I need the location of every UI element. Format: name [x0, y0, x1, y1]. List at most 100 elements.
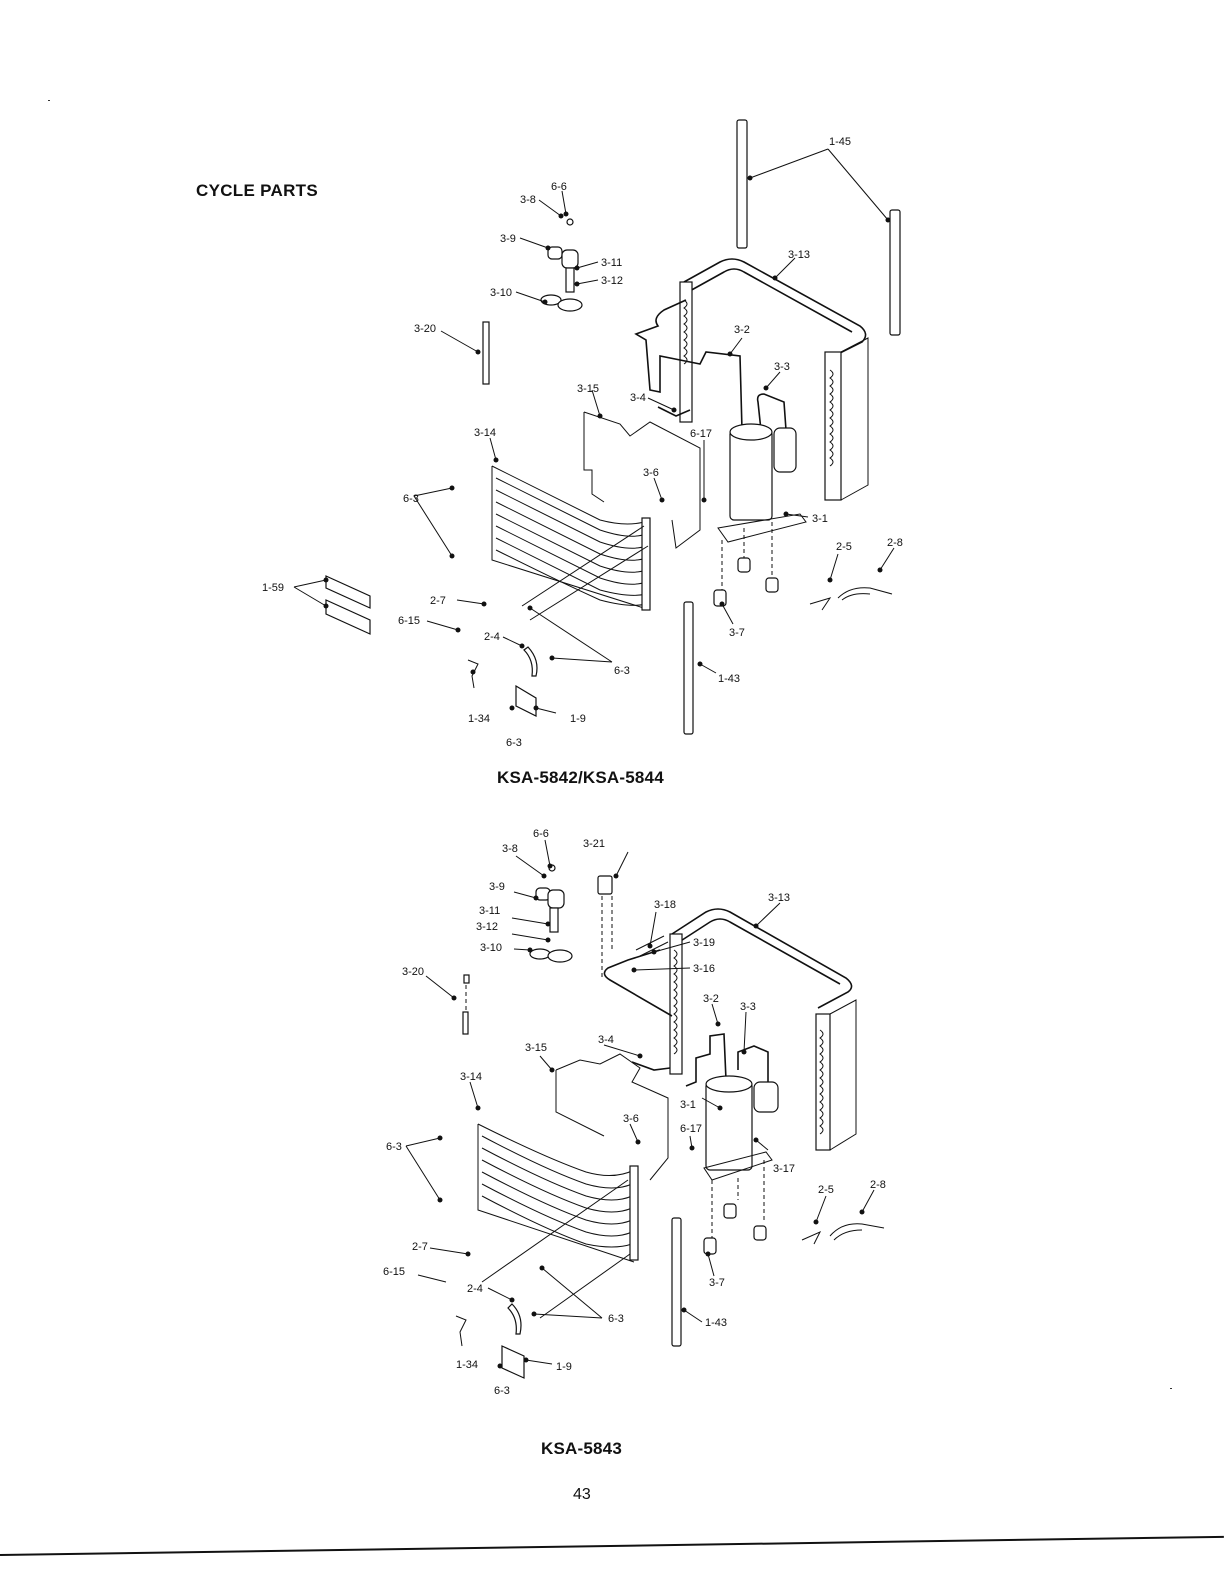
part-3-15-capillary [583, 411, 701, 549]
part-label: 3-20 [414, 323, 436, 335]
part-label: 1-59 [262, 582, 284, 594]
part-label: 3-9 [500, 233, 516, 245]
scan-speck [1170, 1388, 1172, 1389]
part-label: 1-45 [829, 136, 851, 148]
part-label: 3-13 [788, 249, 810, 261]
part-label: 3-1 [812, 513, 828, 525]
part-3-2-discharge-pipe [685, 1033, 727, 1087]
part-label: 3-12 [601, 275, 623, 287]
part-label: 6-17 [680, 1123, 702, 1135]
part-label: 6-3 [608, 1313, 624, 1325]
part-2-5-wire [801, 1230, 822, 1245]
part-label: 2-7 [412, 1241, 428, 1253]
part-3-15-capillary [555, 1053, 669, 1181]
part-label: 1-43 [718, 673, 740, 685]
part-label: 3-11 [601, 257, 622, 269]
part-3-14-evaporator-coil [477, 1123, 639, 1319]
part-label: 3-7 [729, 627, 745, 639]
part-label: 1-9 [570, 713, 586, 725]
part-label: 3-9 [489, 881, 505, 893]
part-3-3-suction-pipe [756, 393, 787, 441]
part-label: 2-8 [887, 537, 903, 549]
part-label: 3-4 [630, 392, 646, 404]
part-3-13-condenser [679, 258, 869, 501]
part-label: 6-17 [690, 428, 712, 440]
part-label: 6-15 [383, 1266, 405, 1278]
part-2-8-harness [837, 587, 893, 601]
part-label: 3-21 [583, 838, 605, 850]
part-1-9-bracket [515, 684, 537, 717]
part-1-43-post [671, 1217, 682, 1347]
part-label: 6-3 [386, 1141, 402, 1153]
leader-lines [293, 148, 895, 714]
part-label: 2-7 [430, 595, 446, 607]
part-label: 3-15 [577, 383, 599, 395]
part-label: 6-15 [398, 615, 420, 627]
part-3-18-pipe [635, 935, 669, 957]
page-number: 43 [573, 1486, 591, 1503]
part-label: 2-4 [484, 631, 500, 643]
part-label: 3-13 [768, 892, 790, 904]
part-label: 3-8 [502, 843, 518, 855]
part-valve-assembly [540, 218, 583, 312]
exploded-diagram-ksa-5842-5844: 6-6 3-8 3-9 3-11 3-12 3-10 3-20 1-45 3-1… [262, 119, 903, 749]
exploded-diagram-ksa-5843: 6-6 3-8 3-21 3-9 3-13 3-11 3-18 3-12 3-1… [383, 828, 886, 1397]
part-2-4-bracket [507, 1303, 522, 1335]
part-2-8-harness [829, 1223, 885, 1241]
part-label: 3-1 [680, 1099, 696, 1111]
section-title: CYCLE PARTS [196, 181, 318, 200]
part-label: 3-16 [693, 963, 715, 975]
part-3-21-sensor-holder [597, 875, 613, 978]
model-caption-ksa-5842-5844: KSA-5842/KSA-5844 [497, 768, 664, 787]
part-label: 2-5 [836, 541, 852, 553]
part-3-14-evaporator-coil [491, 465, 651, 621]
part-1-45-insulation-posts [736, 119, 901, 336]
part-3-1-compressor [713, 423, 807, 607]
part-1-34-clip [467, 659, 479, 689]
part-label: 3-10 [490, 287, 512, 299]
part-1-59-blocks [325, 575, 371, 635]
part-3-1-compressor [703, 1075, 779, 1255]
part-label: 6-6 [551, 181, 567, 193]
part-label: 3-7 [709, 1277, 725, 1289]
part-label: 3-20 [402, 966, 424, 978]
part-1-34-clip [455, 1315, 467, 1347]
part-3-4-pipe [631, 1061, 671, 1071]
bottom-rule [0, 1535, 1224, 1556]
part-3-16-pipe [603, 949, 673, 1017]
part-label: 3-14 [460, 1071, 482, 1083]
part-label: 6-3 [403, 493, 419, 505]
part-label: 1-43 [705, 1317, 727, 1329]
part-label: 3-10 [480, 942, 502, 954]
part-3-2-discharge-pipe [634, 299, 743, 431]
part-label: 3-17 [773, 1163, 795, 1175]
part-label: 3-12 [476, 921, 498, 933]
part-label: 1-9 [556, 1361, 572, 1373]
part-label: 3-8 [520, 194, 536, 206]
part-label: 3-4 [598, 1034, 614, 1046]
part-label: 6-3 [506, 737, 522, 749]
part-2-5-wire [809, 597, 832, 611]
part-label: 1-34 [468, 713, 490, 725]
part-label: 3-19 [693, 937, 715, 949]
part-label: 3-11 [479, 905, 500, 917]
part-label: 3-14 [474, 427, 496, 439]
part-label: 2-5 [818, 1184, 834, 1196]
part-2-4-bracket [523, 646, 538, 677]
part-1-9-bracket [501, 1345, 525, 1379]
part-3-4-pipe [657, 406, 691, 417]
part-3-20-rod [482, 321, 490, 385]
leader-lines [405, 839, 875, 1369]
part-label: 3-6 [623, 1113, 639, 1125]
part-label: 3-3 [740, 1001, 756, 1013]
part-1-43-post [683, 601, 694, 735]
scan-speck [48, 100, 50, 101]
part-label: 2-4 [467, 1283, 483, 1295]
part-label: 1-34 [456, 1359, 478, 1371]
part-label: 3-2 [734, 324, 750, 336]
model-caption-ksa-5843: KSA-5843 [541, 1439, 622, 1458]
part-3-3-suction-pipe [737, 1045, 769, 1086]
part-label: 3-6 [643, 467, 659, 479]
part-3-20-rod [462, 974, 470, 1035]
part-label: 6-3 [494, 1385, 510, 1397]
